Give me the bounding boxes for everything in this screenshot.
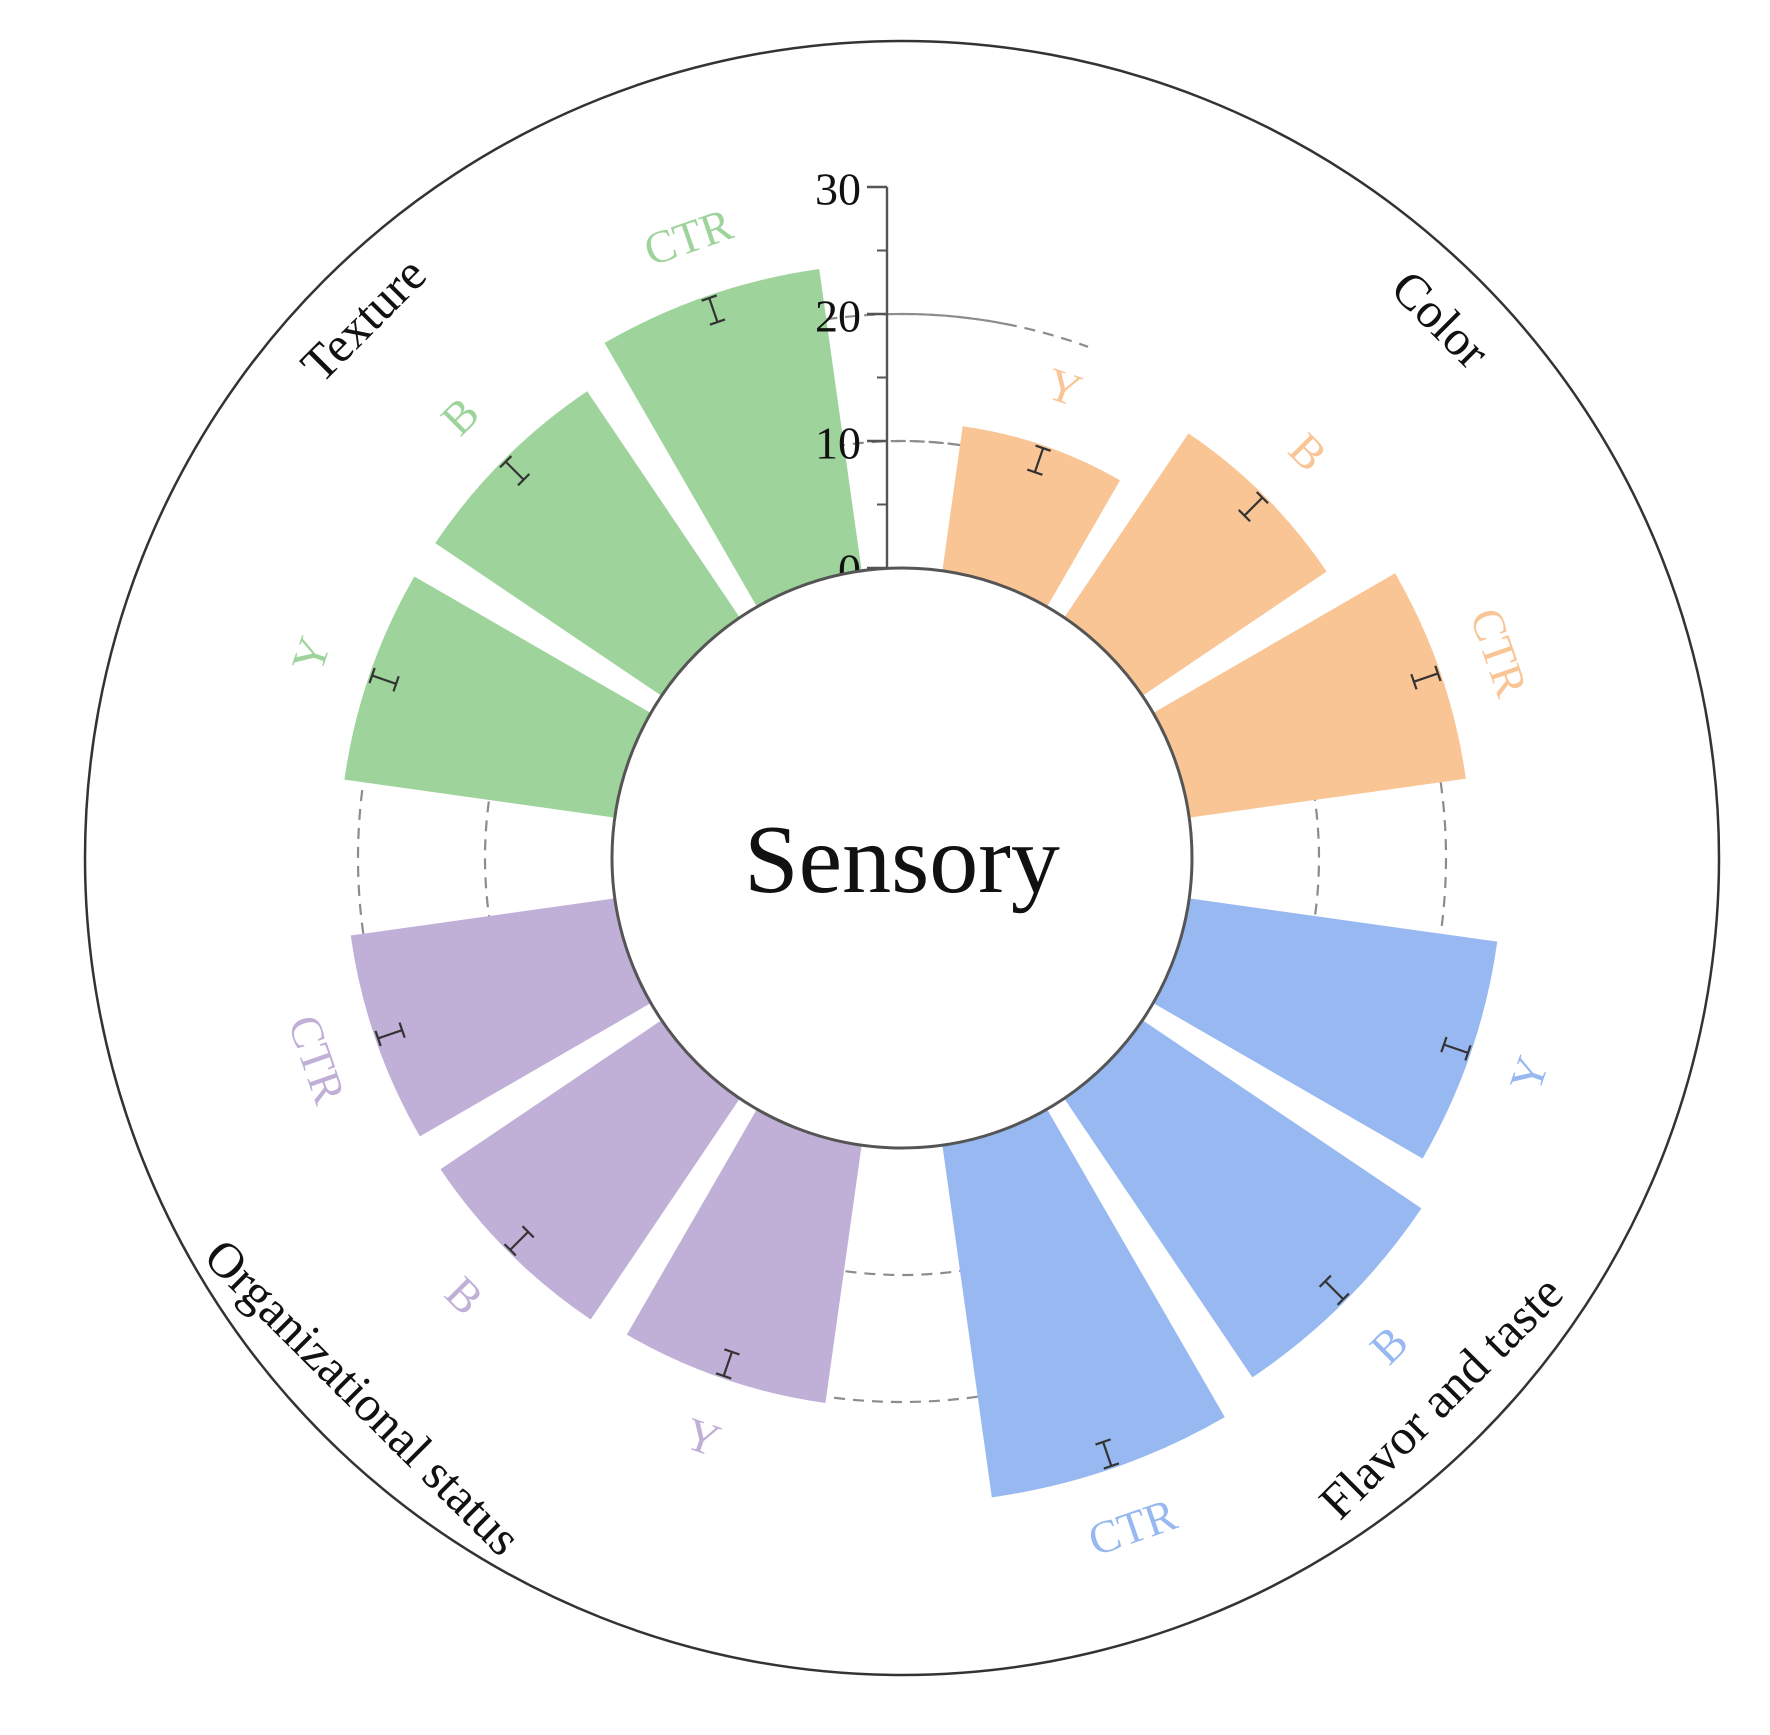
error-cap-color-b-0 [1237, 509, 1251, 523]
error-bar-color-ctr [1413, 672, 1439, 683]
error-cap-texture-b-0 [517, 473, 531, 487]
error-bar-organizational-status-ctr [377, 1029, 403, 1040]
error-cap-flavor-and-taste-y-0 [1440, 1036, 1448, 1053]
bar-organizational-status-y [626, 1109, 862, 1403]
group-label-flavor-and-taste: Flavor and taste [1308, 1264, 1573, 1529]
bar-label-texture-ctr: CTR [638, 198, 739, 275]
bar-flavor-and-taste-y [1153, 898, 1498, 1159]
bar-label-texture-b: B [431, 387, 489, 445]
error-cap-color-b-1 [1255, 491, 1269, 505]
bar-label-texture-y: Y [281, 630, 340, 678]
error-cap-color-ctr-0 [1410, 673, 1418, 690]
gridline-axis-20 [892, 312, 1089, 348]
bar-organizational-status-ctr [350, 898, 651, 1137]
error-bar-texture-y [371, 674, 397, 685]
error-cap-color-y-1 [1035, 444, 1052, 452]
error-bar-color-y [1033, 447, 1045, 473]
error-cap-color-ctr-1 [1434, 665, 1442, 682]
error-cap-texture-ctr-1 [701, 294, 718, 302]
radial-axis-tick-label-20: 20 [815, 291, 861, 342]
error-cap-flavor-and-taste-y-1 [1464, 1044, 1472, 1061]
group-label-color: Color [1381, 259, 1501, 379]
bar-color-ctr [1153, 573, 1466, 818]
error-cap-organizational-status-ctr-0 [398, 1022, 406, 1039]
error-cap-flavor-and-taste-ctr-1 [1103, 1462, 1120, 1470]
bar-flavor-and-taste-ctr [942, 1109, 1225, 1498]
bar-label-color-b: B [1279, 423, 1337, 481]
error-cap-organizational-status-b-0 [521, 1225, 535, 1239]
error-cap-flavor-and-taste-ctr-0 [1095, 1438, 1111, 1446]
error-bar-flavor-and-taste-y [1443, 1043, 1469, 1054]
error-cap-color-y-0 [1026, 468, 1043, 476]
error-cap-flavor-and-taste-b-1 [1336, 1292, 1350, 1306]
bar-label-flavor-and-taste-b: B [1360, 1316, 1418, 1374]
bar-texture-y [344, 576, 651, 818]
error-bar-texture-ctr [708, 297, 719, 323]
chart-title: Sensory [744, 806, 1060, 914]
bar-label-organizational-status-y: Y [679, 1407, 727, 1466]
bar-label-color-y: Y [1040, 358, 1088, 417]
error-cap-organizational-status-ctr-1 [374, 1030, 382, 1047]
bar-label-organizational-status-b: B [436, 1267, 494, 1325]
bar-label-flavor-and-taste-y: Y [1499, 1050, 1558, 1098]
group-label-texture: Texture [290, 246, 437, 393]
error-bar-color-b [1243, 496, 1264, 517]
radial-axis-tick-label-10: 10 [815, 418, 861, 469]
error-bars-layer [368, 294, 1472, 1470]
error-cap-organizational-status-b-1 [503, 1243, 517, 1257]
error-cap-organizational-status-y-1 [715, 1372, 732, 1380]
error-cap-texture-y-1 [368, 667, 376, 684]
error-bar-organizational-status-y [722, 1351, 733, 1377]
inner-ring [610, 566, 1194, 1150]
error-bar-flavor-and-taste-ctr [1102, 1441, 1113, 1467]
bar-color-y [942, 426, 1121, 607]
error-cap-organizational-status-y-0 [724, 1348, 740, 1356]
error-cap-texture-y-0 [392, 675, 400, 692]
error-bar-organizational-status-b [509, 1231, 529, 1251]
error-cap-texture-b-1 [499, 455, 513, 469]
error-cap-flavor-and-taste-b-0 [1318, 1274, 1332, 1288]
bar-label-color-ctr: CTR [1460, 602, 1537, 703]
outer-ring [83, 39, 1721, 1677]
bar-label-flavor-and-taste-ctr: CTR [1082, 1488, 1183, 1565]
bar-texture-ctr [604, 268, 862, 607]
error-bar-texture-b [504, 460, 525, 481]
radial-axis-tick-label-30: 30 [815, 164, 861, 215]
error-cap-texture-ctr-0 [709, 318, 726, 326]
bar-label-organizational-status-ctr: CTR [278, 1009, 355, 1110]
error-bar-flavor-and-taste-b [1324, 1280, 1345, 1301]
